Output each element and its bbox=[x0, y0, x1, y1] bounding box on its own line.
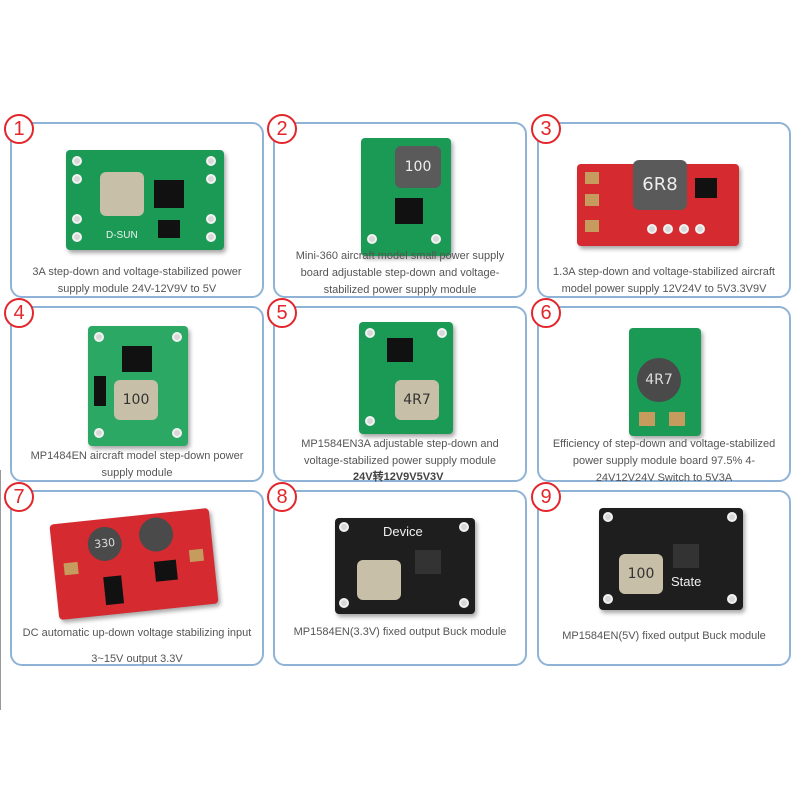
product-image: 6R8 bbox=[577, 160, 739, 246]
left-border-line bbox=[0, 470, 1, 710]
product-image: Device bbox=[335, 518, 475, 614]
product-image: 330 bbox=[49, 507, 219, 621]
inductor bbox=[137, 515, 175, 554]
card-number-badge: 7 bbox=[4, 482, 34, 512]
inductor: 100 bbox=[114, 380, 158, 420]
card-number-badge: 4 bbox=[4, 298, 34, 328]
product-caption: MP1484EN aircraft model step-down power … bbox=[30, 450, 244, 479]
product-image: D-SUN bbox=[66, 150, 224, 250]
inductor: 4R7 bbox=[395, 380, 439, 420]
product-caption: Efficiency of step-down and voltage-stab… bbox=[552, 438, 776, 484]
chip bbox=[415, 550, 441, 574]
voltage-overlay: 24V转12V9V5V3V bbox=[353, 471, 444, 483]
inductor: 100 bbox=[395, 146, 441, 188]
inductor: 330 bbox=[86, 525, 124, 563]
product-card-7[interactable]: 7 330 DC automatic up-down voltage stabi… bbox=[4, 482, 264, 666]
chip bbox=[154, 180, 184, 208]
product-card-3[interactable]: 3 6R8 1.3A step-down and voltage-stabili… bbox=[531, 114, 791, 298]
chip bbox=[673, 544, 699, 568]
product-card-1[interactable]: 1 D-SUN 3A step-down and voltage-stabili… bbox=[4, 114, 264, 298]
card-number-badge: 9 bbox=[531, 482, 561, 512]
chip bbox=[395, 198, 423, 224]
chip bbox=[153, 559, 178, 582]
inductor: 100 bbox=[619, 554, 663, 594]
device-overlay: Device bbox=[383, 524, 423, 539]
inductor bbox=[100, 172, 144, 216]
product-image: 100 bbox=[361, 138, 451, 256]
chip bbox=[122, 346, 152, 372]
inductor: 4R7 bbox=[637, 358, 681, 402]
pcb-silkscreen: D-SUN bbox=[106, 230, 138, 241]
chip bbox=[103, 575, 125, 606]
card-number-badge: 6 bbox=[531, 298, 561, 328]
product-caption: MP1584EN(3.3V) fixed output Buck module bbox=[293, 626, 507, 638]
product-card-9[interactable]: 9 100 State MP1584EN(5V) fixed output Bu… bbox=[531, 482, 791, 666]
product-caption: MP1584EN(5V) fixed output Buck module bbox=[562, 630, 766, 642]
chip bbox=[695, 178, 717, 198]
chip bbox=[94, 376, 106, 406]
product-card-2[interactable]: 2 100 Mini-360 aircraft model small powe… bbox=[267, 114, 527, 298]
inductor bbox=[357, 560, 401, 600]
card-number-badge: 8 bbox=[267, 482, 297, 512]
product-card-6[interactable]: 6 4R7 Efficiency of step-down and voltag… bbox=[531, 298, 791, 484]
product-caption: Mini-360 aircraft model small power supp… bbox=[295, 250, 505, 296]
state-overlay: State bbox=[671, 574, 702, 589]
card-number-badge: 3 bbox=[531, 114, 561, 144]
product-card-4[interactable]: 4 100 MP1484EN aircraft model step-down … bbox=[4, 298, 264, 482]
product-image: 100 bbox=[88, 326, 188, 446]
card-number-badge: 5 bbox=[267, 298, 297, 328]
chip bbox=[387, 338, 413, 362]
card-number-badge: 1 bbox=[4, 114, 34, 144]
product-image: 4R7 bbox=[629, 328, 701, 436]
product-caption: 1.3A step-down and voltage-stabilized ai… bbox=[553, 266, 775, 295]
product-image: 100 State bbox=[599, 508, 743, 610]
product-caption: MP1584EN3A adjustable step-down and volt… bbox=[301, 438, 499, 467]
product-caption: DC automatic up-down voltage stabilizing… bbox=[22, 627, 252, 665]
product-caption: 3A step-down and voltage-stabilized powe… bbox=[32, 266, 242, 295]
product-card-8[interactable]: 8 Device MP1584EN(3.3V) fixed output Buc… bbox=[267, 482, 527, 666]
inductor: 6R8 bbox=[633, 160, 687, 210]
chip bbox=[158, 220, 180, 238]
card-number-badge: 2 bbox=[267, 114, 297, 144]
product-card-5[interactable]: 5 4R7 MP1584EN3A adjustable step-down an… bbox=[267, 298, 527, 483]
product-image: 4R7 bbox=[359, 322, 453, 434]
